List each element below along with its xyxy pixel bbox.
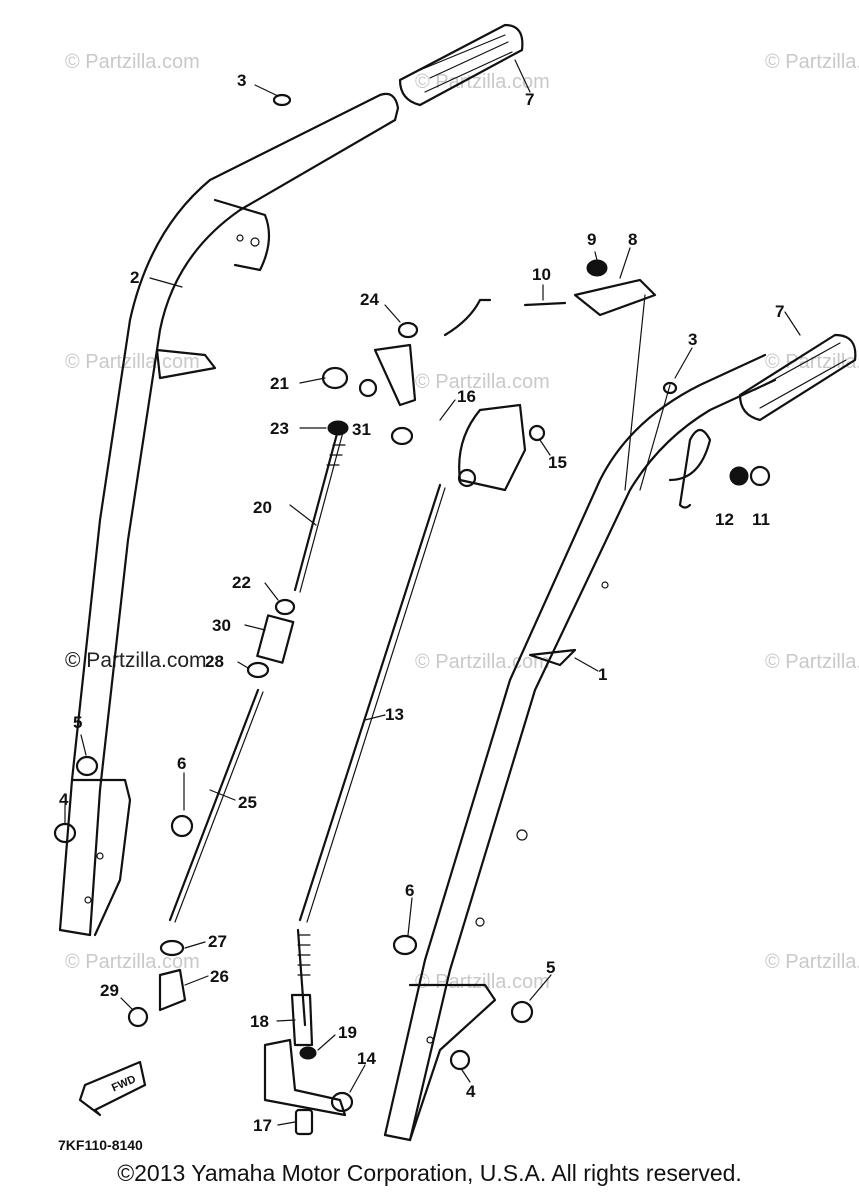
watermark: © Partzilla.com — [65, 351, 200, 373]
watermark-dark: © Partzilla.com — [65, 649, 207, 672]
callout-2: 2 — [130, 268, 139, 287]
callout-22: 22 — [232, 573, 251, 592]
callout-29: 29 — [100, 981, 119, 1000]
callout-9: 9 — [587, 230, 596, 249]
fwd-arrow-icon: FWD — [78, 1060, 147, 1117]
callout-15: 15 — [548, 453, 567, 472]
callout-6: 6 — [405, 881, 414, 900]
diagram-code: 7KF110-8140 — [58, 1137, 143, 1153]
callout-4: 4 — [59, 790, 69, 809]
callout-16: 16 — [457, 387, 476, 406]
callout-5: 5 — [73, 713, 82, 732]
callout-6: 6 — [177, 754, 186, 773]
callout-20: 20 — [253, 498, 272, 517]
callout-12: 12 — [715, 510, 734, 529]
callout-30: 30 — [212, 616, 231, 635]
right-handle-bar — [383, 353, 777, 1142]
watermark: © Partzilla.com — [765, 351, 859, 373]
callout-14: 14 — [357, 1049, 376, 1068]
callout-8: 8 — [628, 230, 637, 249]
callout-26: 26 — [210, 967, 229, 986]
callout-18: 18 — [250, 1012, 269, 1031]
callout-4: 4 — [466, 1082, 476, 1101]
watermark: © Partzilla.com — [415, 971, 550, 993]
callout-11: 11 — [752, 510, 770, 529]
callout-5: 5 — [546, 958, 555, 977]
watermark: © Partzilla.com — [765, 951, 859, 973]
watermark: © Partzilla.com — [415, 71, 550, 93]
callout-7: 7 — [525, 90, 534, 109]
callout-10: 10 — [532, 265, 551, 284]
callout-19: 19 — [338, 1023, 357, 1042]
callout-27: 27 — [208, 932, 227, 951]
watermark: © Partzilla.com — [65, 951, 200, 973]
right-grip — [738, 333, 857, 422]
callout-labels: 3 7 2 9 8 10 24 7 3 21 16 23 31 15 12 11… — [59, 71, 784, 1135]
copyright-notice: ©2013 Yamaha Motor Corporation, U.S.A. A… — [117, 1160, 742, 1186]
callout-3: 3 — [237, 71, 246, 90]
callout-25: 25 — [238, 793, 257, 812]
watermarks: © Partzilla.com © Partzilla.com © Partzi… — [65, 51, 859, 993]
leader-lines — [64, 59, 801, 1126]
hardware — [53, 93, 771, 1136]
callout-28: 28 — [205, 652, 224, 671]
watermark: © Partzilla.com — [415, 371, 550, 393]
callout-7: 7 — [775, 302, 784, 321]
callout-1: 1 — [598, 665, 607, 684]
left-handle-bar — [58, 92, 400, 937]
callout-24: 24 — [360, 290, 379, 309]
callout-13: 13 — [385, 705, 404, 724]
callout-23: 23 — [270, 419, 289, 438]
left-grip — [398, 23, 524, 107]
rods-20-25 — [168, 428, 346, 923]
callout-31: 31 — [352, 420, 371, 439]
callout-17: 17 — [253, 1116, 272, 1135]
watermark: © Partzilla.com — [65, 51, 200, 73]
callout-21: 21 — [270, 374, 289, 393]
rod-13 — [296, 483, 446, 1027]
watermark: © Partzilla.com — [765, 651, 859, 673]
callout-3: 3 — [688, 330, 697, 349]
watermark: © Partzilla.com — [765, 51, 859, 73]
